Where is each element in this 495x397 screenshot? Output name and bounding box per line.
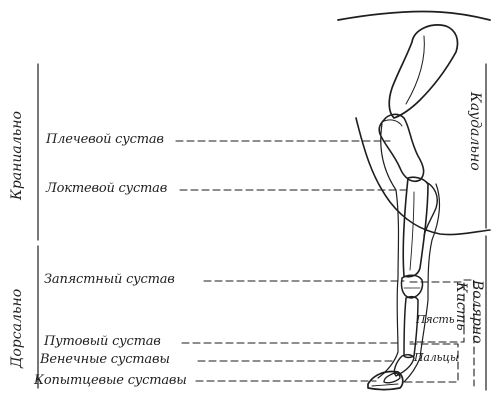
scapula	[389, 25, 457, 118]
radius	[403, 177, 428, 276]
label-metacarpus: Пясть	[416, 314, 454, 325]
label-digits: Пальцы	[414, 352, 459, 363]
label-carpal-joint: Запястный сустав	[44, 273, 175, 286]
label-cranial: Краниально	[10, 111, 24, 200]
label-shoulder-joint: Плечевой сустав	[46, 133, 164, 146]
ulna-line	[410, 192, 414, 270]
label-elbow-joint: Локтевой сустав	[46, 182, 167, 195]
label-caudal: Каудально	[468, 92, 482, 171]
label-coronary-joints: Венечные суставы	[40, 353, 170, 366]
label-hoof-joints: Копытцевые суставы	[34, 374, 187, 387]
label-dorsal: Дорсально	[10, 289, 24, 368]
label-fetlock-joint: Путовый сустав	[44, 335, 161, 348]
shoulder-head	[382, 120, 402, 126]
carpus	[401, 275, 422, 298]
olecranon	[424, 182, 437, 236]
metacarpus-bone	[404, 297, 418, 358]
body-outline	[338, 11, 490, 20]
label-volar: Волярно	[470, 280, 484, 344]
label-manus: Кисть	[454, 282, 468, 331]
scapula-spine	[406, 36, 424, 104]
leg-contour-front	[378, 124, 399, 378]
